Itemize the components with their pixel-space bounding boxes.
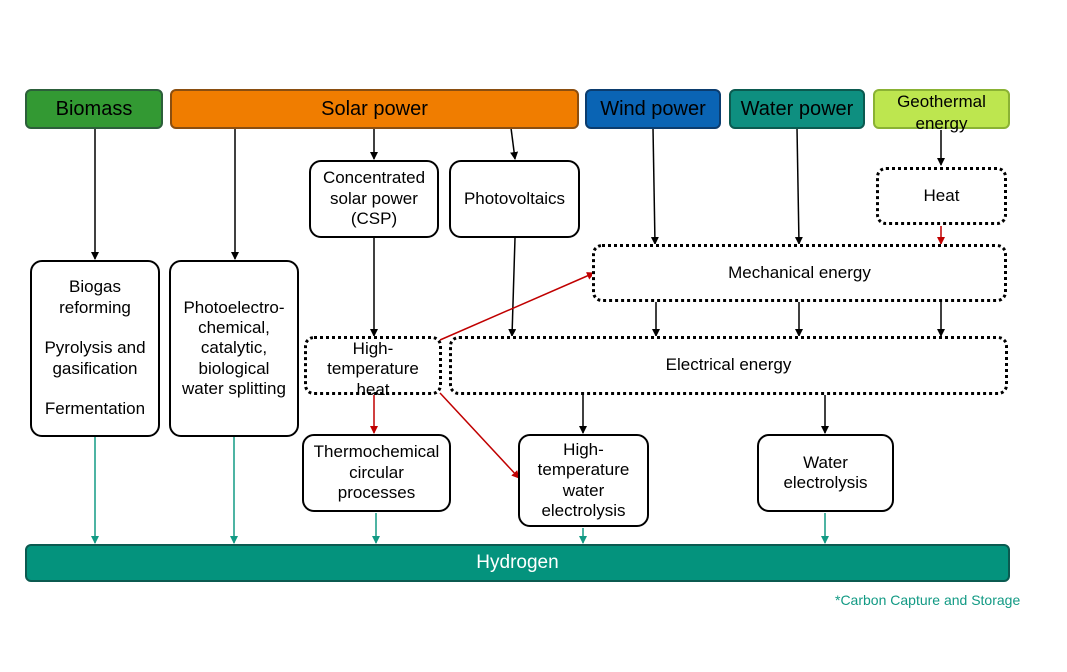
source-solar-power: Solar power	[170, 89, 579, 129]
node-electrical-energy: Electrical energy	[449, 336, 1008, 395]
node-water-electrolysis: Water electrolysis	[757, 434, 894, 512]
node-heat: Heat	[876, 167, 1007, 225]
source-water-power: Water power	[729, 89, 865, 129]
arrow-wind-to-mechanical	[650, 127, 659, 245]
arrow-solar-to-pv	[510, 127, 519, 160]
source-wind-power: Wind power	[585, 89, 721, 129]
source-biomass: Biomass	[25, 89, 163, 129]
node-biogas-pyrolysis-fermentation: Biogas reforming Pyrolysis and gasificat…	[30, 260, 160, 437]
node-high-temperature-heat: High- temperature heat	[304, 336, 442, 399]
arrow-water-to-mechanical	[794, 127, 803, 245]
arrow-high-temp-heat-to-ht-electrolysis	[439, 392, 520, 479]
node-high-temperature-water-electrolysis: High- temperature water electrolysis	[518, 434, 649, 527]
footnote-ccs: *Carbon Capture and Storage	[835, 592, 1021, 608]
node-thermochemical-processes: Thermochemical circular processes	[302, 434, 451, 512]
arrow-high-temp-heat-to-mechanical	[439, 272, 595, 341]
node-photovoltaics: Photovoltaics	[449, 160, 580, 238]
arrow-pv-to-electrical	[508, 237, 517, 337]
node-csp: Concentrated solar power (CSP)	[309, 160, 439, 238]
source-geothermal-energy: Geothermal energy	[873, 89, 1010, 133]
hydrogen-bar: Hydrogen	[25, 544, 1010, 582]
node-photoelectrochemical-splitting: Photoelectro- chemical, catalytic, biolo…	[169, 260, 299, 437]
node-mechanical-energy: Mechanical energy	[592, 244, 1007, 302]
